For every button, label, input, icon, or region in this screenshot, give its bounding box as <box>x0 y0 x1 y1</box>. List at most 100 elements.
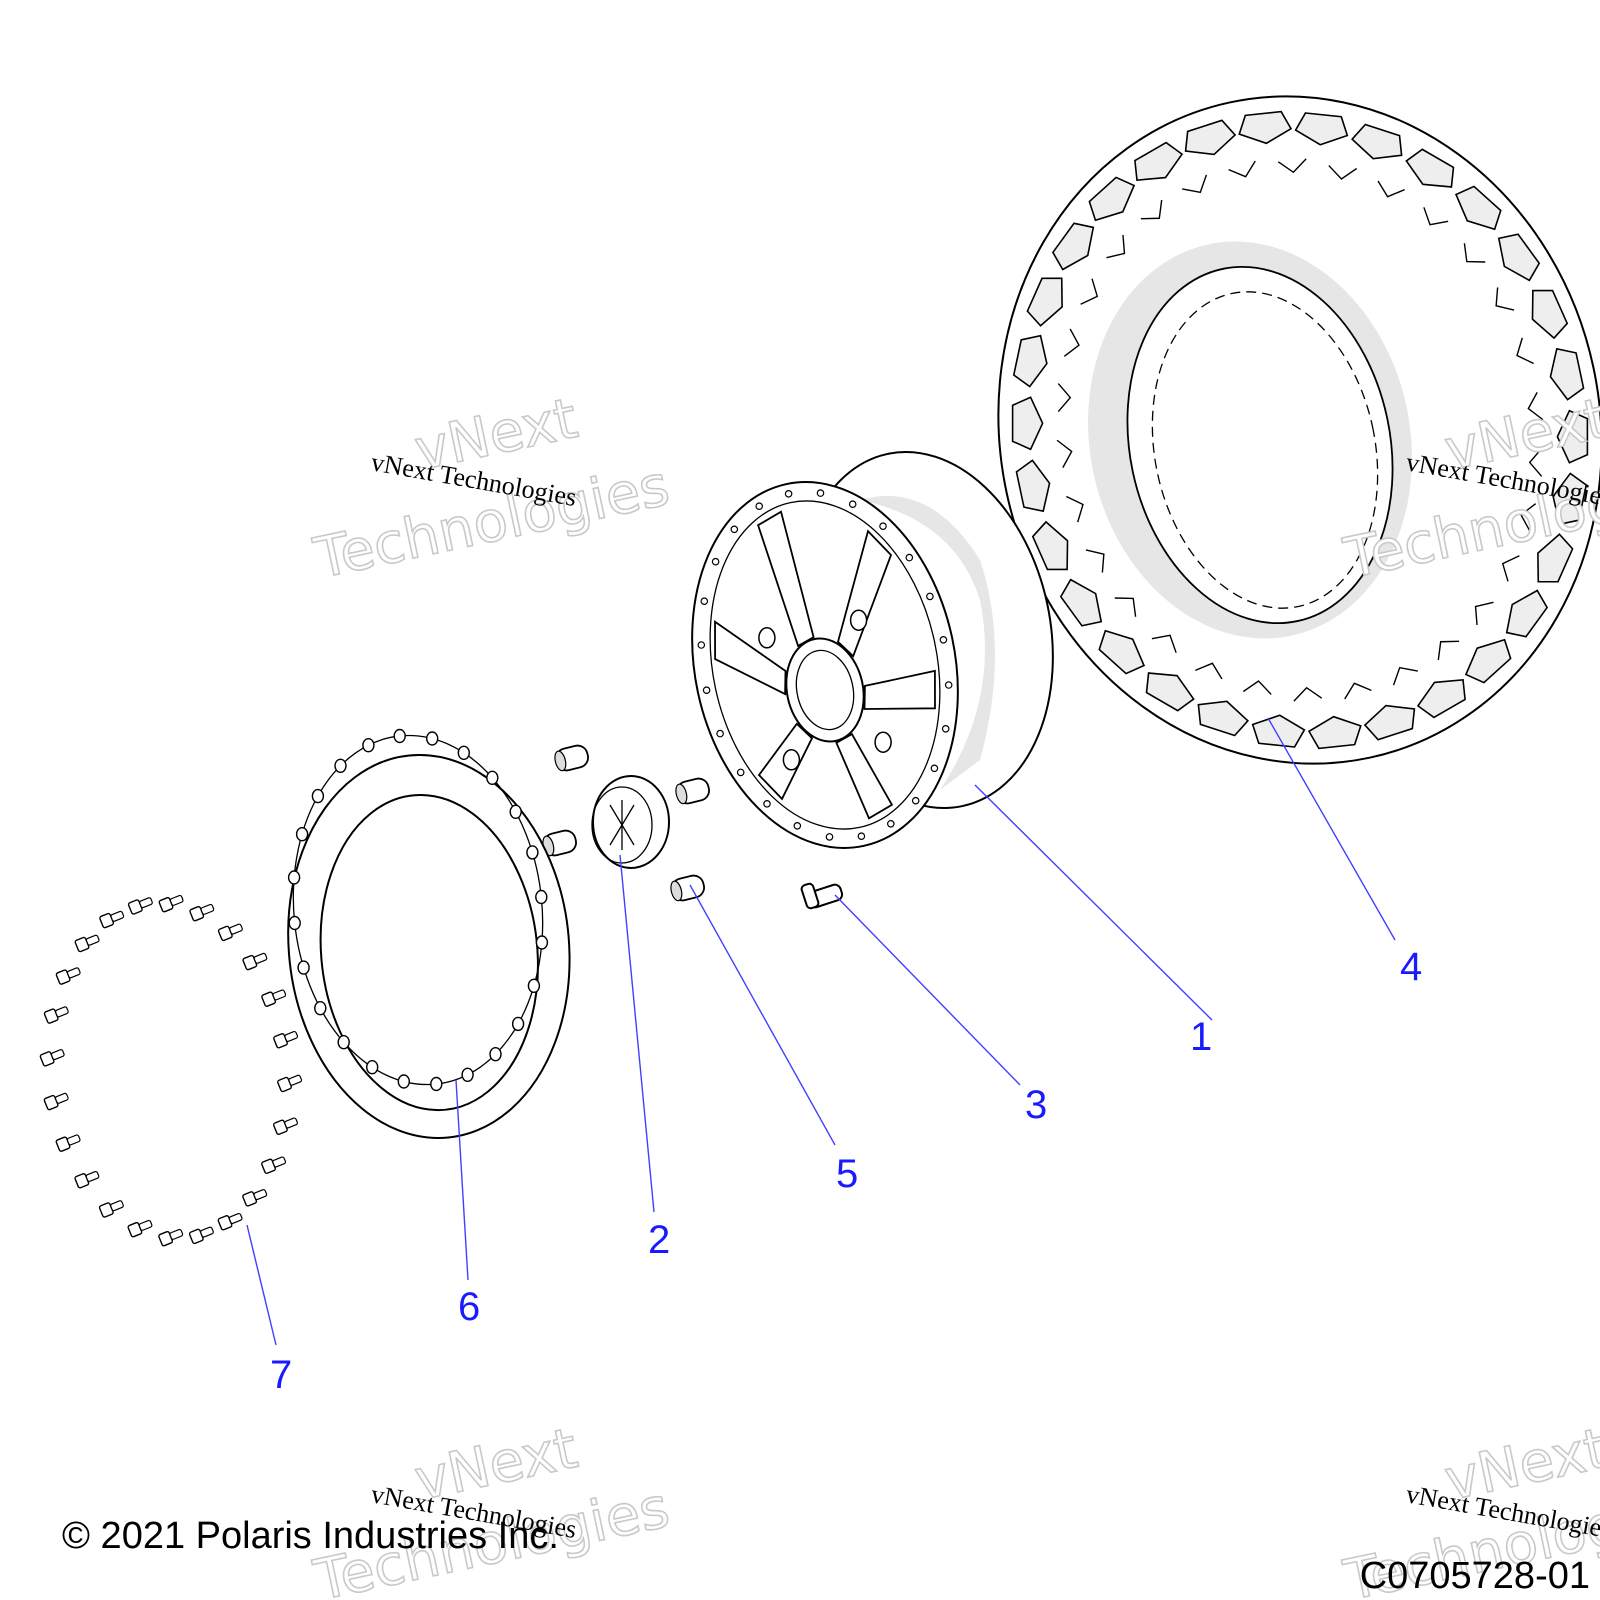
tread-block <box>1454 185 1502 231</box>
callout-7: 7 <box>270 1353 292 1397</box>
beadlock-bolt <box>99 910 125 929</box>
rim-bolt-hole <box>941 724 950 733</box>
leader-4 <box>1267 717 1396 941</box>
valve-stem <box>800 882 844 910</box>
tread-chevron <box>1516 337 1534 365</box>
beadlock-bolt <box>188 1226 214 1245</box>
bolt-shank <box>229 923 243 935</box>
ring-bolt-hole <box>297 960 310 975</box>
tread-block <box>1549 347 1585 401</box>
ring-bolt-hole <box>457 745 470 760</box>
beadlock-bolt <box>242 952 268 971</box>
rim-bolt-hole <box>700 597 709 606</box>
beadlock-bolt <box>261 1156 287 1175</box>
bolt-shank <box>85 934 100 946</box>
beadlock-bolt <box>98 1200 124 1218</box>
ring-bolt-hole <box>489 1046 502 1062</box>
rim-bolt-hole <box>793 821 802 830</box>
beadlock-bolts <box>39 894 303 1247</box>
lug-nut-end <box>670 880 683 902</box>
beadlock-ring <box>287 728 571 1139</box>
tread-chevron <box>1057 383 1072 413</box>
ring-bolt-hole <box>287 870 301 885</box>
tread-block <box>1251 714 1306 748</box>
copyright-notice: © 2021 Polaris Industries Inc. <box>62 1515 559 1557</box>
bolt-shank <box>284 1030 299 1042</box>
bolt-shank <box>110 1200 124 1212</box>
rim-bolt-hole <box>730 525 739 534</box>
ring-bolt-hole <box>535 889 548 905</box>
bolt-shank <box>55 1006 69 1018</box>
tread-chevron <box>1495 287 1515 311</box>
beadlock-bolt <box>277 1074 303 1093</box>
tread-chevron <box>1195 662 1223 680</box>
lug-nut <box>542 829 577 857</box>
bolt-shank <box>66 1134 81 1146</box>
bolt-shank <box>253 952 268 964</box>
ring-bolt-hole <box>393 728 406 744</box>
rim-bolt-hole <box>716 729 724 738</box>
bolt-shank <box>138 1219 153 1231</box>
ring-bolt-hole <box>366 1059 379 1075</box>
beadlock-bolt <box>39 1049 65 1067</box>
rim-bolt-hole <box>886 819 895 828</box>
beadlock-bolt <box>55 967 81 985</box>
leader-lines <box>246 717 1396 1346</box>
bolt-shank <box>50 1049 65 1061</box>
tread-chevron <box>1242 680 1272 695</box>
tread-block <box>1307 715 1362 750</box>
tread-chevron <box>1151 634 1177 653</box>
ring-bolt-hole <box>314 1001 327 1016</box>
rim-bolt-hole <box>702 686 711 695</box>
tread-block <box>1405 148 1455 188</box>
rim-bolt-hole <box>879 522 887 531</box>
bolt-shank <box>200 1226 214 1238</box>
tread-block <box>1238 110 1293 145</box>
beadlock-bolt <box>217 923 243 942</box>
tread-chevron <box>1066 495 1084 523</box>
bolt-shank <box>272 989 287 1001</box>
rim-bolt-hole <box>736 768 745 777</box>
tread-block <box>1134 141 1184 182</box>
beadlock-bolt <box>217 1212 243 1231</box>
ring-bolt-hole <box>535 935 549 950</box>
tread-chevron <box>1080 278 1099 305</box>
lug-nut-end <box>554 750 567 772</box>
tread-chevron <box>1328 165 1358 180</box>
rim-bolt-hole <box>711 557 720 566</box>
beadlock-bolt <box>242 1189 268 1207</box>
bolt-shank <box>85 1170 100 1182</box>
beadlock-bolt <box>74 1170 100 1189</box>
tread-block <box>1031 520 1069 571</box>
ring-bolt-hole <box>337 1034 350 1050</box>
tread-chevron <box>1463 243 1486 263</box>
part-number: C0705728-01 <box>1360 1555 1590 1597</box>
ring-bolt-hole <box>430 1076 443 1092</box>
rim-bolt-hole <box>763 799 771 808</box>
tread-block <box>1197 700 1249 737</box>
lug-hole <box>849 609 868 631</box>
rim-bead-bolt-holes <box>697 489 953 841</box>
tread-block <box>1294 112 1349 146</box>
rim-bolt-hole <box>848 500 857 509</box>
tread-chevron <box>1293 686 1323 702</box>
beadlock-bolt <box>127 1219 153 1238</box>
tread-chevron <box>1501 555 1520 582</box>
lug-nuts <box>542 744 710 902</box>
bolt-shank <box>54 1092 69 1104</box>
leader-5 <box>689 884 836 1146</box>
beadlock-bolt <box>43 1006 69 1024</box>
beadlock-bolt <box>272 1117 298 1136</box>
tread-chevron <box>1527 392 1544 421</box>
tread-block <box>1464 638 1512 684</box>
lug-hole <box>874 731 892 753</box>
tread-block <box>1363 704 1416 741</box>
beadlock-bolt <box>158 1228 184 1247</box>
ring-bolt-hole <box>511 1016 525 1032</box>
tread-block <box>1088 176 1136 222</box>
tread-chevron <box>1140 199 1163 220</box>
bolt-shank <box>66 967 81 979</box>
tread-block <box>1184 119 1237 156</box>
callout-5: 5 <box>836 1152 858 1196</box>
callout-1: 1 <box>1190 1015 1212 1059</box>
